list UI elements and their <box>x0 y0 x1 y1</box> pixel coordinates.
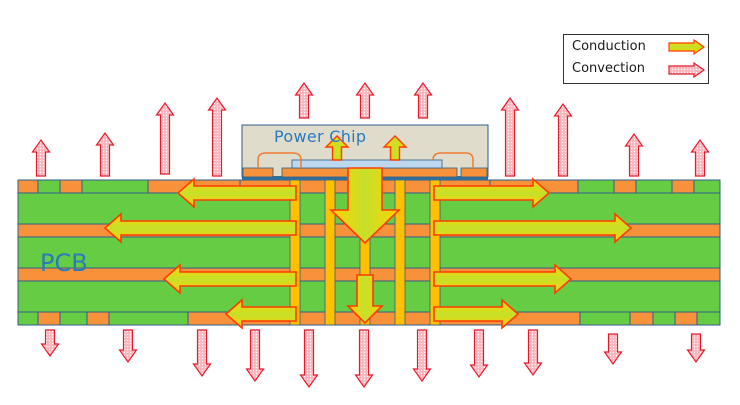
convection-arrow-down <box>354 329 374 389</box>
conduction-arrow-right <box>433 212 633 244</box>
convection-arrow-down <box>523 329 543 377</box>
conduction-arrow-left <box>176 177 297 209</box>
convection-arrow-down <box>469 329 489 379</box>
convection-arrow-down <box>40 329 60 358</box>
conduction-arrow-right <box>433 177 551 209</box>
convection-arrow-icon <box>668 62 706 78</box>
convection-arrow-up <box>500 96 520 177</box>
via <box>429 179 441 326</box>
legend-label-convection: Convection <box>572 61 646 76</box>
bond-wire-left <box>257 152 302 168</box>
convection-arrow-down <box>245 329 265 383</box>
die <box>291 159 443 169</box>
convection-arrow-up <box>624 132 644 177</box>
lead-right <box>460 167 488 178</box>
convection-arrow-up <box>294 81 314 119</box>
convection-arrow-down <box>192 329 212 378</box>
convection-arrow-down <box>299 329 319 389</box>
via <box>394 179 406 326</box>
conduction-arrow-down <box>329 167 401 245</box>
convection-arrow-down <box>118 329 138 364</box>
convection-arrow-up <box>413 81 433 119</box>
legend-item-conduction: Conduction <box>572 39 646 54</box>
legend-label-conduction: Conduction <box>572 39 646 54</box>
conduction-arrow-left <box>224 298 297 330</box>
conduction-arrows <box>103 135 633 330</box>
via <box>324 179 336 326</box>
convection-arrow-up <box>95 131 115 177</box>
convection-arrow-up <box>155 101 175 175</box>
convection-arrow-up <box>553 102 573 177</box>
bond-wire-right <box>432 152 474 168</box>
conduction-arrow-down <box>346 274 384 325</box>
convection-arrow-up <box>355 81 375 119</box>
legend-item-convection: Convection <box>572 61 645 76</box>
convection-arrow-up <box>207 96 227 177</box>
convection-arrow-up <box>690 138 710 177</box>
convection-arrow-down <box>603 333 623 366</box>
conduction-arrow-up <box>382 135 408 161</box>
conduction-arrow-left <box>103 212 297 244</box>
convection-arrow-down <box>686 333 706 364</box>
convection-arrow-up <box>31 138 51 177</box>
via <box>289 179 301 326</box>
conduction-arrow-right <box>433 298 520 330</box>
lead-left <box>242 167 274 178</box>
conduction-arrow-up <box>324 135 350 161</box>
conduction-arrow-right <box>433 263 573 295</box>
chip-label: Power Chip <box>274 127 367 146</box>
conduction-arrow-left <box>162 263 297 295</box>
top-copper-layer <box>17 179 721 194</box>
conduction-arrow-icon <box>668 39 706 55</box>
convection-arrow-down <box>412 329 432 383</box>
convection-arrows <box>31 81 710 389</box>
pcb-label: PCB <box>40 249 88 277</box>
legend: Conduction Convection <box>563 34 709 84</box>
